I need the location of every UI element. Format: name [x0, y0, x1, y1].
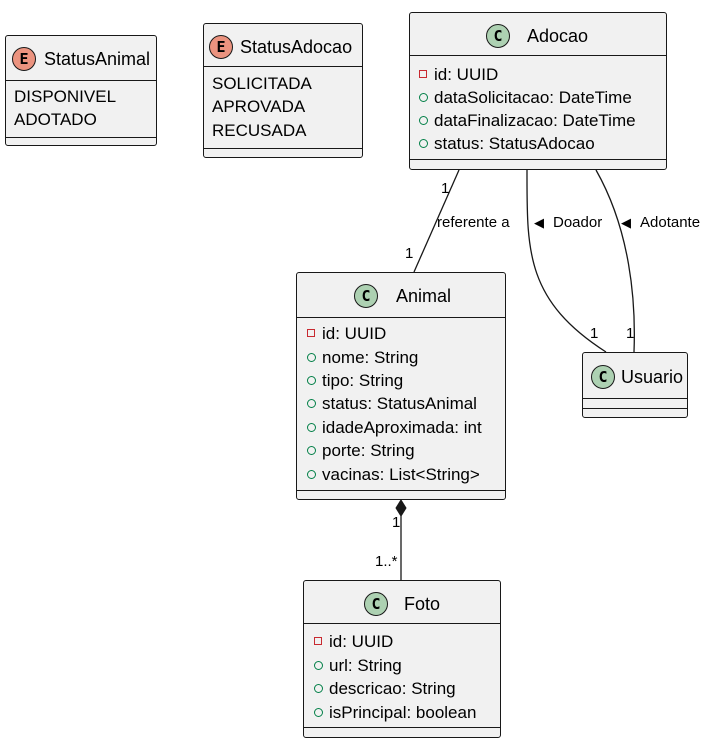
enum-name: StatusAdocao — [240, 37, 353, 57]
class-icon: C — [591, 365, 615, 389]
private-visibility-icon — [419, 70, 427, 78]
private-visibility-icon — [307, 329, 315, 337]
enum-icon: E — [209, 35, 233, 59]
public-visibility-icon — [314, 708, 323, 717]
multiplicity-label: 1 — [392, 514, 401, 531]
multiplicity-label: 1 — [441, 180, 450, 197]
public-visibility-icon — [307, 376, 316, 385]
public-visibility-icon — [307, 446, 316, 455]
class-name: Adocao — [527, 26, 589, 46]
class-usuario[interactable]: C Usuario — [582, 352, 688, 418]
public-visibility-icon — [314, 684, 323, 693]
relation-label-doador: Doador — [553, 214, 603, 231]
class-name: Usuario — [621, 367, 684, 387]
public-visibility-icon — [419, 116, 428, 125]
enum-status-adocao[interactable]: E StatusAdocao SOLICITADA APROVADA RECUS… — [203, 23, 363, 158]
adotante-line — [595, 169, 635, 353]
direction-arrow-icon: ◀ — [534, 215, 544, 230]
multiplicity-label: 1 — [626, 325, 635, 342]
private-visibility-icon — [314, 637, 322, 645]
public-visibility-icon — [307, 353, 316, 362]
enum-icon: E — [12, 47, 36, 71]
referente-line — [413, 169, 460, 273]
public-visibility-icon — [314, 661, 323, 670]
public-visibility-icon — [419, 139, 428, 148]
public-visibility-icon — [307, 470, 316, 479]
class-icon: C — [364, 592, 388, 616]
enum-name: StatusAnimal — [44, 49, 151, 69]
enum-value: DISPONIVEL — [14, 87, 117, 106]
enum-value: APROVADA — [212, 97, 306, 116]
composition-diamond-icon — [395, 499, 407, 517]
enum-value: ADOTADO — [14, 110, 97, 129]
class-adocao[interactable]: C Adocao id: UUID dataSolicitacao: DateT… — [409, 12, 667, 170]
multiplicity-label: 1 — [405, 245, 414, 262]
public-visibility-icon — [419, 93, 428, 102]
enum-status-animal[interactable]: E StatusAnimal DISPONIVEL ADOTADO — [5, 35, 157, 146]
relation-label-referente: referente a — [437, 214, 510, 231]
enum-value: RECUSADA — [212, 121, 307, 140]
class-icon: C — [486, 24, 510, 48]
direction-arrow-icon: ◀ — [621, 215, 631, 230]
doador-line — [526, 169, 607, 353]
public-visibility-icon — [307, 399, 316, 408]
class-foto[interactable]: C Foto id: UUID url: String descricao: S… — [303, 580, 501, 738]
class-icon: C — [354, 284, 378, 308]
relation-label-adotante: Adotante — [640, 214, 701, 231]
class-animal[interactable]: C Animal id: UUID nome: String tipo: Str… — [296, 272, 506, 500]
class-name: Foto — [404, 594, 441, 614]
multiplicity-label: 1..* — [375, 553, 398, 570]
enum-value: SOLICITADA — [212, 74, 312, 93]
multiplicity-label: 1 — [590, 325, 599, 342]
class-name: Animal — [396, 286, 452, 306]
public-visibility-icon — [307, 423, 316, 432]
